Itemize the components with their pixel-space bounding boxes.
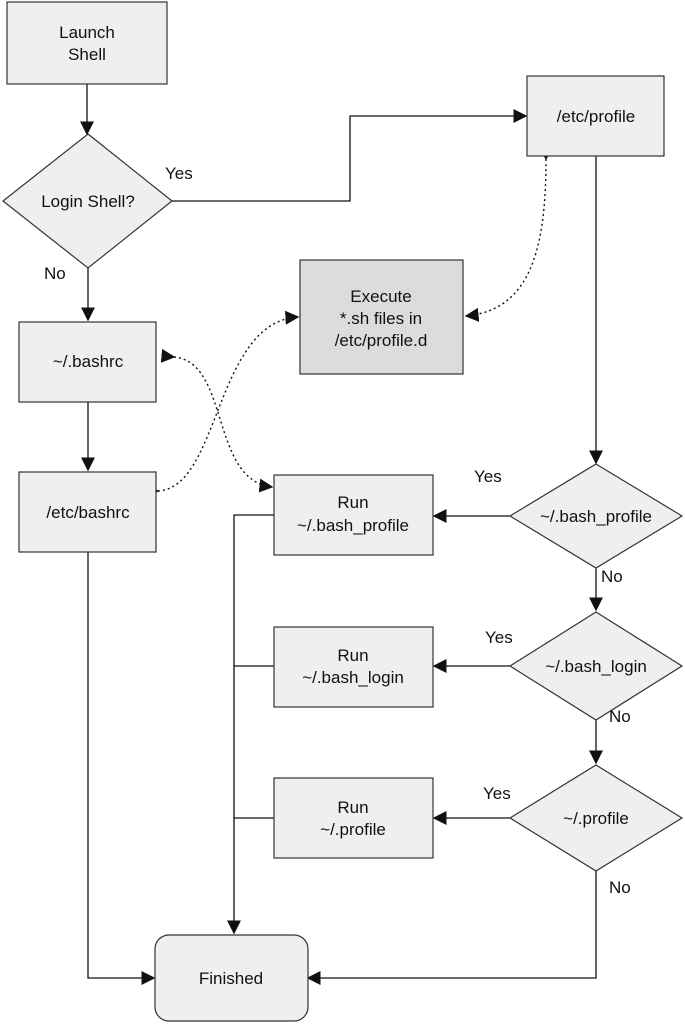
run-bash-login-line2: ~/.bash_login (302, 668, 404, 687)
etc-bashrc-label: /etc/bashrc (46, 503, 130, 522)
execute-line2: *.sh files in (340, 309, 422, 328)
etc-bashrc-node: /etc/bashrc (18, 471, 157, 553)
dotted-edges (145, 146, 554, 499)
run-profile-line2: ~/.profile (320, 820, 386, 839)
bashrc-label: ~/.bashrc (53, 352, 124, 371)
execute-line3: /etc/profile.d (335, 331, 428, 350)
run-bash-profile-node: Run ~/.bash_profile (273, 474, 434, 556)
profile-decision: ~/.profile (508, 764, 684, 872)
login-shell-decision: Login Shell? (2, 133, 173, 269)
run-bash-profile-line1: Run (337, 493, 368, 512)
edge-profile-no-to-finished (306, 871, 597, 985)
run-profile-node: Run ~/.profile (273, 777, 434, 859)
etc-profile-label: /etc/profile (557, 107, 635, 126)
etc-profile-node: /etc/profile (526, 75, 665, 157)
login-shell-label: Login Shell? (41, 192, 135, 211)
bash-profile-check-label: ~/.bash_profile (540, 507, 652, 526)
edge-run-bash-profile-to-finished (227, 514, 274, 935)
edge-login-yes-to-etc-profile (172, 109, 528, 202)
login-yes-label: Yes (165, 164, 193, 183)
profile-yes-label: Yes (483, 784, 511, 803)
run-profile-line1: Run (337, 798, 368, 817)
bash-profile-no-label: No (601, 567, 623, 586)
edge-etc-bashrc-to-finished (87, 552, 156, 985)
bash-login-decision: ~/.bash_login (508, 611, 684, 721)
finished-label: Finished (199, 969, 263, 988)
finished-node: Finished (154, 934, 309, 1022)
execute-line1: Execute (350, 287, 411, 306)
edge-etc-profile-execute-dotted (464, 146, 554, 322)
launch-shell-line1: Launch (59, 23, 115, 42)
run-bash-profile-line2: ~/.bash_profile (297, 516, 409, 535)
edge-bashrc-run-bash-profile-dotted (160, 348, 274, 493)
run-bash-login-node: Run ~/.bash_login (273, 626, 434, 708)
bash-login-no-label: No (609, 707, 631, 726)
edge-labels: Yes No Yes No Yes No Yes No (44, 164, 631, 897)
launch-shell-line2: Shell (68, 45, 106, 64)
run-bash-login-line1: Run (337, 646, 368, 665)
login-no-label: No (44, 264, 66, 283)
profile-check-label: ~/.profile (563, 809, 629, 828)
bash-login-check-label: ~/.bash_login (545, 657, 647, 676)
profile-no-label: No (609, 878, 631, 897)
bashrc-node: ~/.bashrc (18, 321, 157, 403)
edge-etc-bashrc-execute-dotted (145, 310, 300, 499)
bash-profile-yes-label: Yes (474, 467, 502, 486)
launch-shell-node: Launch Shell (6, 1, 168, 85)
bash-login-yes-label: Yes (485, 628, 513, 647)
bash-profile-decision: ~/.bash_profile (508, 463, 684, 569)
execute-profile-d-node: Execute *.sh files in /etc/profile.d (299, 259, 464, 375)
solid-edges (80, 84, 603, 985)
